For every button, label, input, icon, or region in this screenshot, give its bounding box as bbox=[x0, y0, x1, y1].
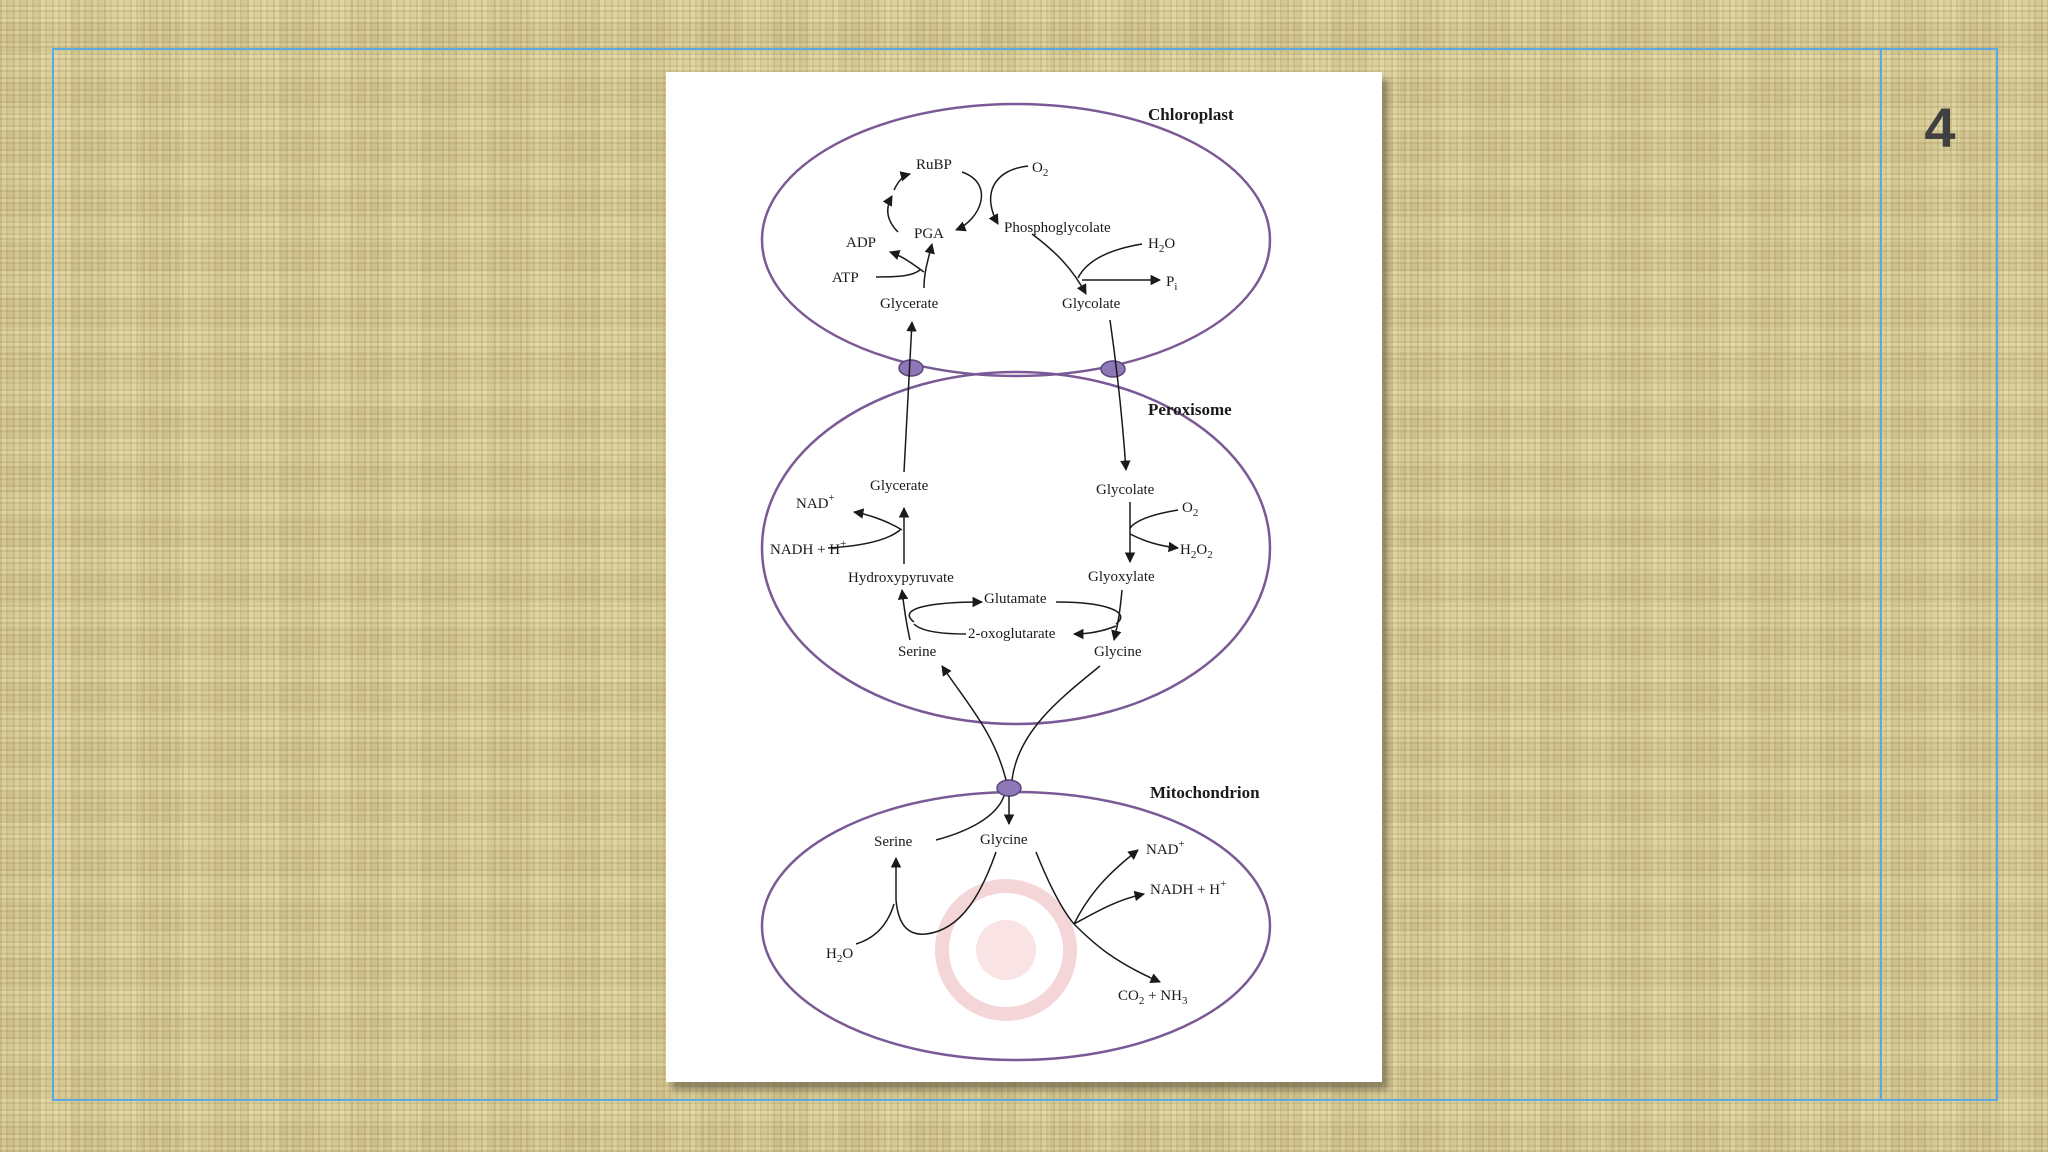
chloro-pi-label: Pi bbox=[1166, 274, 1177, 293]
peroxisome-membrane bbox=[760, 370, 1272, 726]
mito-h2o-label: H2O bbox=[826, 946, 853, 965]
perox-oxoglutarate-label: 2-oxoglutarate bbox=[968, 626, 1056, 642]
frame-right-line bbox=[1996, 48, 1998, 1101]
chloro-h2o-label: H2O bbox=[1148, 236, 1175, 255]
perox-glutamate-label: Glutamate bbox=[984, 591, 1047, 607]
perox-glycine-label: Glycine bbox=[1094, 644, 1142, 660]
perox-nad-label: NAD+ bbox=[796, 492, 835, 512]
perox-glyoxylate-label: Glyoxylate bbox=[1088, 569, 1155, 585]
mitochondrion-label: Mitochondrion bbox=[1150, 783, 1260, 802]
watermark-seal bbox=[935, 879, 1077, 1021]
perox-o2-label: O2 bbox=[1182, 500, 1198, 519]
mitochondrion-arrows bbox=[855, 795, 1161, 984]
perox-glycerate-label: Glycerate bbox=[870, 478, 929, 494]
chloro-pga-label: PGA bbox=[914, 226, 944, 242]
slide-number: 4 bbox=[1924, 96, 1956, 159]
peroxisome-label: Peroxisome bbox=[1148, 400, 1232, 419]
chloroplast-label: Chloroplast bbox=[1148, 105, 1234, 124]
mito-serine-label: Serine bbox=[874, 834, 913, 850]
chloro-glycerate-label: Glycerate bbox=[880, 296, 939, 312]
chloro-phosphoglycolate-label: Phosphoglycolate bbox=[1004, 220, 1111, 236]
perox-serine-label: Serine bbox=[898, 644, 937, 660]
mito-nadh-label: NADH + H+ bbox=[1150, 878, 1226, 898]
chloro-atp-label: ATP bbox=[832, 270, 859, 286]
glycine-serine-transporter bbox=[996, 779, 1022, 797]
chloro-o2-label: O2 bbox=[1032, 160, 1048, 179]
perox-glycolate-label: Glycolate bbox=[1096, 482, 1155, 498]
glycerate-transporter bbox=[898, 359, 924, 377]
chloroplast-membrane bbox=[760, 102, 1272, 378]
mito-glycine-label: Glycine bbox=[980, 832, 1028, 848]
peroxisome-arrows bbox=[827, 319, 1180, 781]
photorespiration-diagram: Chloroplast Peroxisome Mitochondrion RuB… bbox=[760, 102, 1272, 1062]
mito-co2-nh3-label: CO2 + NH3 bbox=[1118, 988, 1188, 1007]
perox-nadh-label: NADH + H+ bbox=[770, 538, 846, 558]
perox-hydroxypyruvate-label: Hydroxypyruvate bbox=[848, 570, 954, 586]
frame-top-line bbox=[52, 48, 1998, 50]
mito-nad-label: NAD+ bbox=[1146, 838, 1185, 858]
frame-left-line bbox=[52, 48, 54, 1101]
glycolate-transporter bbox=[1100, 360, 1126, 378]
photorespiration-figure: Chloroplast Peroxisome Mitochondrion RuB… bbox=[666, 72, 1382, 1082]
chloro-adp-label: ADP bbox=[846, 235, 876, 251]
frame-bottom-line bbox=[52, 1099, 1998, 1101]
chloroplast-arrows bbox=[875, 165, 1162, 295]
frame-inner-divider bbox=[1880, 48, 1882, 1101]
perox-h2o2-label: H2O2 bbox=[1180, 542, 1213, 561]
chloro-rubp-label: RuBP bbox=[916, 157, 952, 173]
chloro-glycolate-label: Glycolate bbox=[1062, 296, 1121, 312]
